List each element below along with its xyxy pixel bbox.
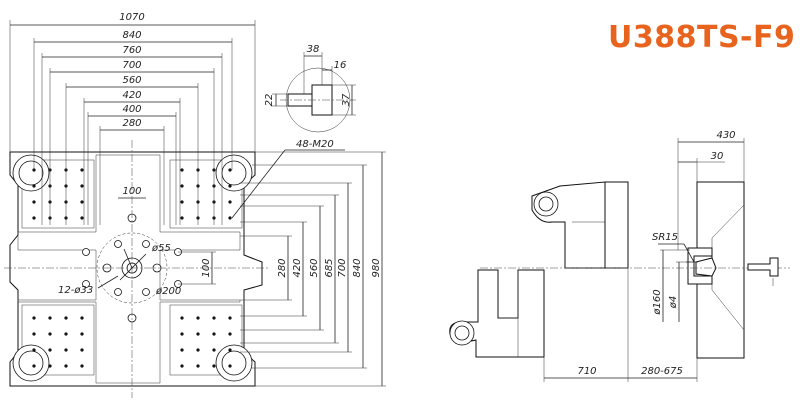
slot-region-tl: [21, 159, 95, 229]
thread-hole: [228, 332, 232, 336]
thread-hole: [80, 348, 84, 352]
thread-hole: [228, 216, 232, 220]
thread-hole: [48, 316, 52, 320]
dim-560: 560: [122, 75, 141, 86]
thread-hole: [212, 316, 216, 320]
thread-hole: [48, 332, 52, 336]
dim-v-980: 980: [371, 258, 382, 277]
thread-hole: [80, 184, 84, 188]
thread-hole: [32, 316, 36, 320]
platen-front-view: 1070 840 760 700 560 420 400 280: [4, 12, 386, 398]
dim-280: 280: [122, 118, 141, 129]
thread-hole: [180, 364, 184, 368]
thread-hole: [32, 216, 36, 220]
dim-side-30: 30: [711, 151, 724, 162]
dim-v-840: 840: [352, 258, 363, 277]
thread-hole: [80, 200, 84, 204]
thread-hole: [212, 364, 216, 368]
thread-hole: [48, 364, 52, 368]
side-view: 430 30 SR15 ø160 ø4 710 280-675: [449, 130, 790, 382]
thread-hole: [32, 332, 36, 336]
dim-nozzle-38: 38: [307, 44, 320, 55]
thread-hole: [196, 316, 200, 320]
thread-hole: [228, 316, 232, 320]
thread-holes: [32, 168, 232, 368]
thread-hole: [32, 364, 36, 368]
thread-hole: [180, 184, 184, 188]
dim-v-280: 280: [277, 258, 288, 277]
thread-hole: [180, 168, 184, 172]
dim-center-100: 100: [122, 186, 141, 197]
slot-region-bl: [21, 304, 95, 376]
thread-hole: [80, 364, 84, 368]
thread-hole: [80, 332, 84, 336]
thread-hole: [196, 348, 200, 352]
dim-thread-m20: 48-M20: [296, 139, 334, 150]
dim-nozzle-22: 22: [264, 94, 275, 107]
thread-hole: [80, 316, 84, 320]
thread-hole: [180, 332, 184, 336]
thread-hole: [180, 216, 184, 220]
top-dimensions: [9, 20, 256, 225]
slot-region-tr: [169, 159, 243, 229]
dim-nozzle-4: ø4: [668, 296, 679, 309]
injection-nozzle: [747, 257, 779, 277]
thread-hole: [48, 348, 52, 352]
thread-hole: [32, 348, 36, 352]
dim-bolt-33: 12-ø33: [58, 285, 93, 296]
dim-stroke-710: 710: [577, 366, 596, 377]
thread-hole: [80, 168, 84, 172]
nozzle-detail: 38 16 37 22: [264, 44, 356, 133]
tie-bar-holes: [12, 154, 253, 382]
slot-region-br: [169, 304, 243, 376]
dim-700: 700: [122, 60, 141, 71]
dim-v-700: 700: [337, 258, 348, 277]
dim-nozzle-37: 37: [341, 93, 352, 106]
thread-hole: [64, 332, 68, 336]
dim-v-685: 685: [324, 258, 335, 277]
dim-v-560: 560: [309, 258, 320, 277]
thread-hole: [180, 348, 184, 352]
thread-hole: [180, 200, 184, 204]
thread-hole: [64, 316, 68, 320]
dim-v-420: 420: [292, 258, 303, 277]
dim-sr15: SR15: [652, 232, 678, 243]
thread-hole: [196, 332, 200, 336]
thread-hole: [64, 348, 68, 352]
platen-recess: [17, 154, 241, 384]
thread-hole: [80, 216, 84, 220]
dim-daylight: 280-675: [641, 366, 683, 377]
dim-760: 760: [122, 45, 141, 56]
thread-hole: [180, 316, 184, 320]
thread-hole: [212, 332, 216, 336]
thread-hole: [32, 184, 36, 188]
thread-hole: [32, 200, 36, 204]
dim-side-430: 430: [716, 130, 735, 141]
fixed-platen: [696, 181, 745, 359]
thread-hole: [64, 364, 68, 368]
dim-840: 840: [122, 30, 141, 41]
thread-hole: [196, 364, 200, 368]
right-dimensions: [240, 151, 386, 387]
dim-400: 400: [122, 104, 141, 115]
dim-1070: 1070: [119, 12, 144, 23]
thread-hole: [228, 168, 232, 172]
dim-bore-55: ø55: [151, 243, 171, 254]
thread-hole: [228, 200, 232, 204]
thread-hole: [228, 364, 232, 368]
thread-hole: [228, 348, 232, 352]
thread-hole: [212, 348, 216, 352]
thread-hole: [228, 184, 232, 188]
dim-420: 420: [122, 90, 141, 101]
dim-locating-160: ø160: [652, 289, 663, 315]
dim-nozzle-16: 16: [334, 60, 347, 71]
dim-ring-200: ø200: [155, 286, 181, 297]
dim-center-100-v: 100: [201, 258, 212, 277]
model-title: U388TS-F9: [608, 20, 796, 55]
